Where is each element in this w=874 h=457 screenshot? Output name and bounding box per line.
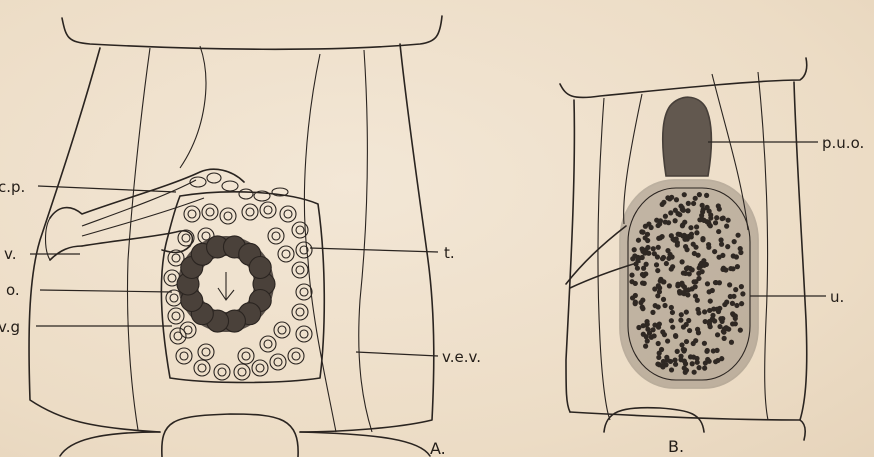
caption-a: A. xyxy=(430,439,446,457)
label-vev: v.e.v. xyxy=(442,348,481,366)
label-vg: v.g xyxy=(0,318,20,336)
label-puo: p.u.o. xyxy=(822,134,864,152)
label-u: u. xyxy=(830,288,844,306)
label-o: o. xyxy=(6,281,20,299)
ovary-rosette xyxy=(177,236,275,332)
caption-b: B. xyxy=(668,437,684,456)
label-cp: c.p. xyxy=(0,178,25,196)
label-v: v. xyxy=(4,245,16,263)
figure-b: p.u.o. u. B. xyxy=(560,58,864,456)
label-t: t. xyxy=(444,244,455,262)
figure-a: c.p. v. o. v.g t. v.e.v. A. xyxy=(0,16,481,457)
